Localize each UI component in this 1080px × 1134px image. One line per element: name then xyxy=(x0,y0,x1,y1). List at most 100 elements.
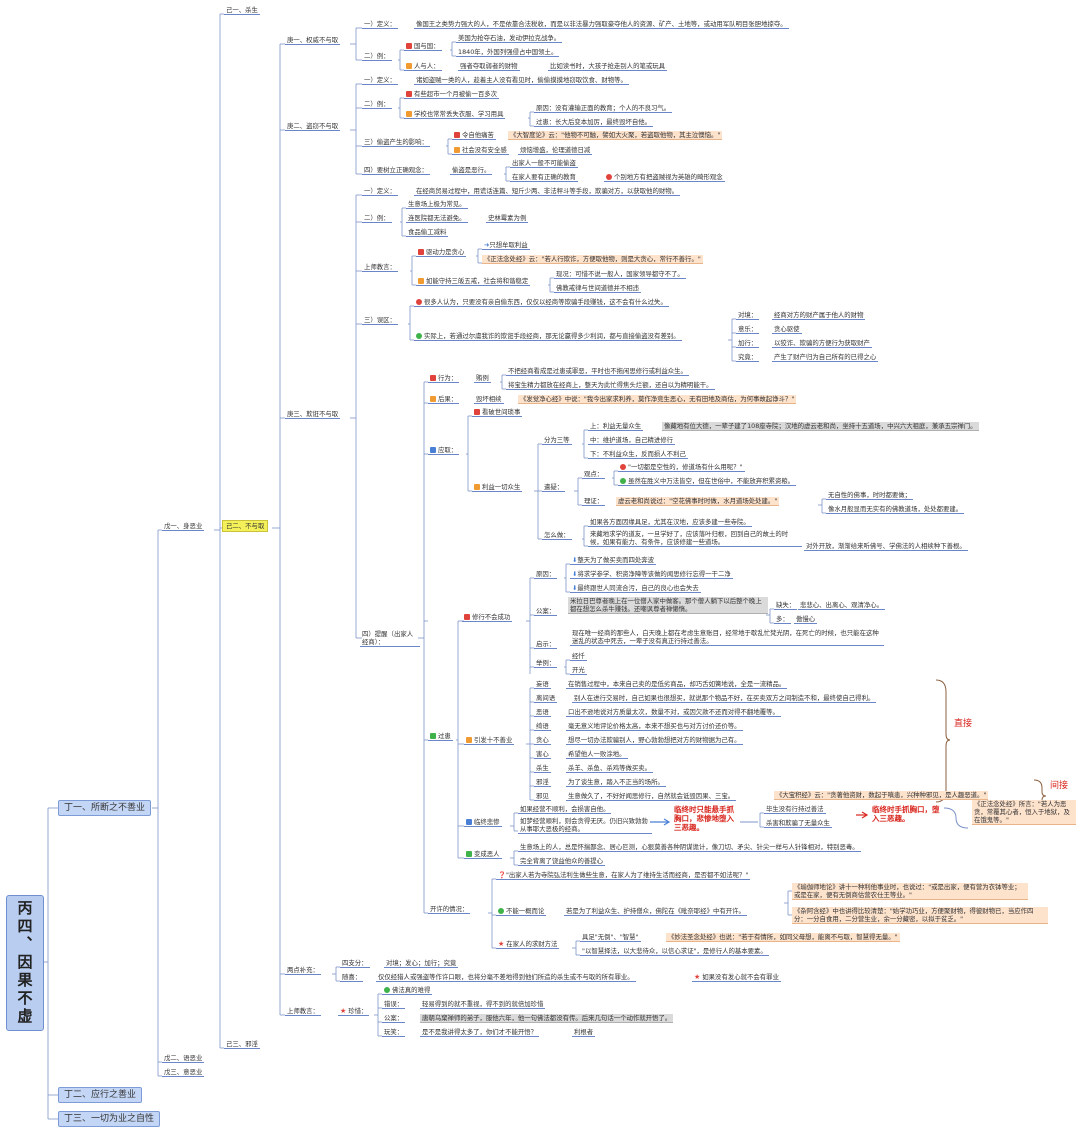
geng3-title[interactable]: 庚三、欺诳不与取 xyxy=(285,410,341,419)
rem-xw-2: 将宝生精力都放在经商上，整天为此忙得焦头烂额，还自以为精明能干。 xyxy=(506,381,715,390)
geng1-def: 像国王之类势力强大的人，不是依靠合法税收，而是以非法暴力强取豪夺他人的资源、矿产… xyxy=(414,20,789,29)
geng3-ex-side: 史林霉素为例 xyxy=(486,214,529,223)
l1-node-1[interactable]: 丁一、所断之不善业 xyxy=(58,800,152,816)
kx-bn[interactable]: 不能一概而论 xyxy=(496,907,547,916)
geng3-rem-label[interactable]: 四）提醒（出家人经商）： xyxy=(360,630,420,647)
kx-title[interactable]: 开许的情况： xyxy=(428,905,471,914)
sjy-item-4-k: 玩笑： xyxy=(382,1028,406,1037)
geng3-up2[interactable]: 如能守持三皈五戒，社会将和谐稳定 xyxy=(416,277,531,286)
rem-fs: 分为三等 xyxy=(542,436,572,445)
geng2-def-label: 一）定义： xyxy=(362,76,398,85)
ji-node-3[interactable]: 己三、邪淫 xyxy=(224,1040,260,1049)
geng1-def-label: 一）定义： xyxy=(362,20,398,29)
gh-lz[interactable]: 临终悲惨 xyxy=(464,818,502,827)
rem-qy: 遣疑： xyxy=(542,483,566,492)
arrow-down-icon: ⬇ xyxy=(572,584,578,592)
rem-fs-g: 像藏地有位大德，一辈子建了108座寺院；汉地的虚云老和尚，坐持十五道场，中兴六大… xyxy=(662,422,979,431)
rem-lz: 理证： xyxy=(582,497,606,506)
geng2-title[interactable]: 庚二、盗窃不与取 xyxy=(285,122,341,131)
ldbc-sl: 随喜： xyxy=(340,973,364,982)
marker-icon xyxy=(418,249,424,255)
rem-gd: 观点： xyxy=(582,470,606,479)
geng2-vw-c: 个别地方有把盗贼视为英雄的畸形观念 xyxy=(604,173,725,182)
gh-item-3-v: 口出不逊地说对方质量太次，数量不对，或因欠款不还而对得不翻地覆等。 xyxy=(566,708,781,717)
rem-gd2: 虽然在胜义中万法皆空，但在世俗中，不能放弃积累资粮。 xyxy=(618,477,797,486)
geng2-inf1[interactable]: 令自他痛苦 xyxy=(452,131,496,140)
geng2-ex-label: 二）例： xyxy=(362,100,392,109)
geng3-def: 在经商贸易过程中，用谎话连篇、短斤少两、非法秤斗等手段，欺骗对方，以获取他的财物… xyxy=(414,187,681,196)
geng2-inf2[interactable]: 社会没有安全感 xyxy=(452,146,509,155)
geng2-vw-b: 在家人要有正确的教育 xyxy=(510,173,578,182)
geng2-ex2-a: 原因：没有灌输正面的教育；个人的不良习气。 xyxy=(534,104,673,113)
ji-node-1[interactable]: 己一、杀生 xyxy=(224,6,260,15)
marker-icon xyxy=(430,733,436,739)
marker-icon xyxy=(454,147,460,153)
geng2-ex2[interactable]: 学校也常常丢失衣服、学习用具 xyxy=(404,110,506,119)
geng3-pair-3-k: 加行： xyxy=(736,339,760,348)
gh-item-9-k: 邪见 xyxy=(534,792,551,801)
wu-node-1[interactable]: 戊一、身恶业 xyxy=(162,522,205,531)
rem-yy-1: ⬇整天为了做买卖而四处奔波 xyxy=(570,556,657,565)
sjy-item-3-k: 公案： xyxy=(382,1014,406,1023)
gh-item-5-k: 贪心 xyxy=(534,736,551,745)
marker-icon xyxy=(430,447,436,453)
marker-icon xyxy=(406,111,412,117)
gh-hp2: 杀害和欺骗了无量众生 xyxy=(764,819,832,828)
sjy-item-3-v: 唐朝乌窠禅师的弟子，服他六年，他一句佛法都没有传。后来几句话一个动作就开悟了。 xyxy=(420,1014,674,1023)
geng2-inf2-a: 烦恼增盛，伦理道德日减 xyxy=(518,146,593,155)
l1-node-2[interactable]: 丁二、应行之善业 xyxy=(58,1087,143,1103)
gh-item-7-v: 杀羊、杀鱼、杀鸡等做买卖。 xyxy=(566,764,654,773)
sjy-title[interactable]: 上师教言： xyxy=(285,1007,321,1016)
geng3-mis-label: 三）误区： xyxy=(362,316,398,325)
rem-ga-g: 米拉日巴尊者晚上在一位僧人家中做客。那个僧人躺下以后整个晚上都在想怎么杀牛赚钱。… xyxy=(568,597,768,614)
gh-direct-label: 直接 xyxy=(954,719,973,729)
geng3-mis1: 很多人认为，只要没有亲自偷东西，仅仅以经商等欺骗手段赚钱，这不会有什么过失。 xyxy=(414,298,669,307)
root-node[interactable]: 丙四、因果不虚 xyxy=(6,895,44,1031)
gh-item-3-k: 恶语 xyxy=(534,708,551,717)
kx-zj[interactable]: ★在家人的求财方法 xyxy=(496,940,560,949)
l1-node-3[interactable]: 丁三、一切为业之自性 xyxy=(58,1111,161,1127)
gh-bc1: 生意场上的人，总是怀揣鄙念、居心叵测，心狠莫善各种阴谋诡计，像刀切、矛尖、针尖一… xyxy=(518,843,861,852)
rem-qd: 缺失： xyxy=(774,601,798,610)
marker-icon xyxy=(430,396,436,402)
geng1-ren[interactable]: 人与人： xyxy=(404,62,442,71)
marker-icon xyxy=(474,484,480,490)
rem-zmz3: 对外开放，渐渐给来听佛号、学佛法的人相续种下善根。 xyxy=(804,542,968,551)
rem-zmz2: 来藏地求学的道友，一旦学好了，应该落叶归根，回到自己的故土的时候，如果有能力、有… xyxy=(588,530,802,547)
rem-yq[interactable]: 应取： xyxy=(428,446,460,455)
star-icon: ★ xyxy=(498,940,505,948)
marker-icon xyxy=(474,409,480,415)
geng1-title[interactable]: 庚一、权威不与取 xyxy=(285,36,341,45)
gh-lz-red: 临终时只能悬手抓胸口，悲惨地堕入三恶趣。 xyxy=(674,805,734,832)
geng2-vw-label: 四）要树立正确观念： xyxy=(362,166,430,175)
rem-qs-a: 现在唯一经商的那些人，白天晚上都在考虑生意账目，经常地于歇乱忙梵光阴，在死亡的时… xyxy=(570,629,884,646)
rem-gd1: "一切都是空性的，修道场有什么用呢？" xyxy=(618,463,745,472)
gh-title[interactable]: 过患 xyxy=(428,732,453,741)
ldbc-sz: 四支分： xyxy=(340,959,370,968)
geng2-vw-a: 出家人一般不可能偷盗 xyxy=(510,159,578,168)
wu-node-3[interactable]: 戊三、意恶业 xyxy=(162,1068,205,1077)
rem-hg[interactable]: 后果： xyxy=(428,395,460,404)
rem-xw-a: 贿例 xyxy=(474,374,491,383)
gh-item-1-k: 妄语 xyxy=(534,680,551,689)
geng1-guo[interactable]: 国与国： xyxy=(404,42,442,51)
marker-icon xyxy=(620,464,626,470)
rem-yq1[interactable]: 看破世间琐事 xyxy=(472,408,523,417)
geng3-ex-label: 二）例： xyxy=(362,214,392,223)
geng3-up1[interactable]: 驱动力是贪心 xyxy=(416,248,467,257)
gh-yf[interactable]: 引发十不善业 xyxy=(464,736,515,745)
rem-xx[interactable]: 修行不会成功 xyxy=(462,613,513,622)
sjy-zx[interactable]: ★珍惜： xyxy=(338,1007,370,1016)
rem-xw[interactable]: 行为： xyxy=(428,374,460,383)
marker-icon xyxy=(620,478,626,484)
ji-node-2[interactable]: 己二、不与取 xyxy=(222,520,269,532)
geng2-ex1[interactable]: 有些超市一个月被偷一百多次 xyxy=(404,90,500,99)
gh-bc[interactable]: 变成恶人 xyxy=(464,850,502,859)
rem-yq2[interactable]: 利益一切众生 xyxy=(472,483,523,492)
wu-node-2[interactable]: 戊二、语恶业 xyxy=(162,1054,205,1063)
geng2-ex2-b: 过患：长大后变本加厉，最终毁坏自他。 xyxy=(534,118,654,127)
gh-hp1: 毕生没有行持过善法 xyxy=(764,805,826,814)
gh-item-6-k: 害心 xyxy=(534,750,551,759)
ldbc-title[interactable]: 两点补充： xyxy=(285,966,321,975)
